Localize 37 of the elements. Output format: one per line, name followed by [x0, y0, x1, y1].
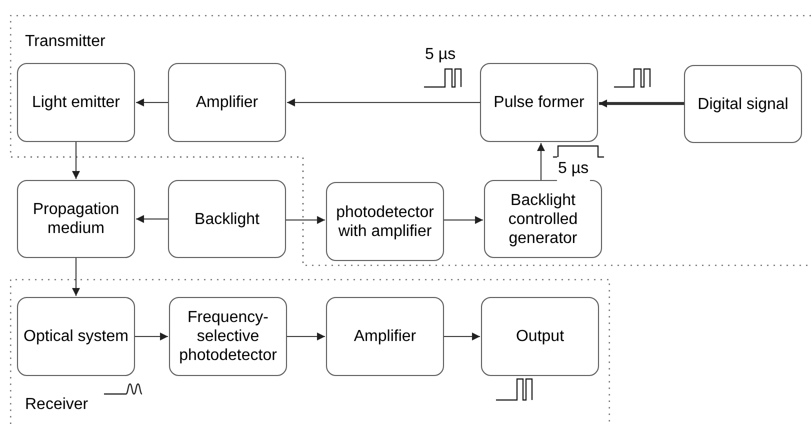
- pulse-width-label: 5 µs: [557, 157, 590, 181]
- box-label: Light emitter: [32, 93, 120, 112]
- process-box: [326, 182, 444, 261]
- box-label: Output: [516, 327, 564, 346]
- box-label: Amplifier: [196, 93, 258, 112]
- arrow: [136, 98, 168, 106]
- process-box: [169, 297, 287, 376]
- arrow: [286, 216, 326, 224]
- process-box: [168, 63, 286, 142]
- process-box: [481, 297, 599, 376]
- arrow: [72, 258, 80, 296]
- process-box: [17, 297, 135, 376]
- arrow: [444, 216, 484, 224]
- process-box: [484, 180, 602, 258]
- arrow: [286, 332, 326, 340]
- arrow: [444, 332, 480, 340]
- box-label: Pulse former: [494, 93, 584, 112]
- box-label: photodetector with amplifier: [335, 202, 435, 240]
- arrow: [134, 332, 168, 340]
- arrow: [286, 98, 480, 106]
- process-box: [480, 63, 598, 142]
- arrow: [537, 142, 545, 180]
- box-label: Backlight: [194, 210, 260, 228]
- box-label: Backlight controlled generator: [507, 190, 579, 248]
- arrow: [599, 100, 684, 108]
- box-label: Propagation medium: [32, 200, 120, 238]
- region-title: Receiver: [25, 395, 88, 415]
- process-box: [17, 63, 135, 142]
- box-label: Digital signal: [698, 94, 788, 114]
- process-box: [684, 65, 802, 143]
- box-label: Optical system: [24, 327, 128, 346]
- box-label: Frequency-selective photodetector: [178, 308, 278, 365]
- region-title: Transmitter: [25, 32, 106, 52]
- arrow: [72, 142, 80, 180]
- box-label: Amplifier: [354, 327, 416, 346]
- process-box: [326, 297, 444, 376]
- arrow: [136, 215, 168, 223]
